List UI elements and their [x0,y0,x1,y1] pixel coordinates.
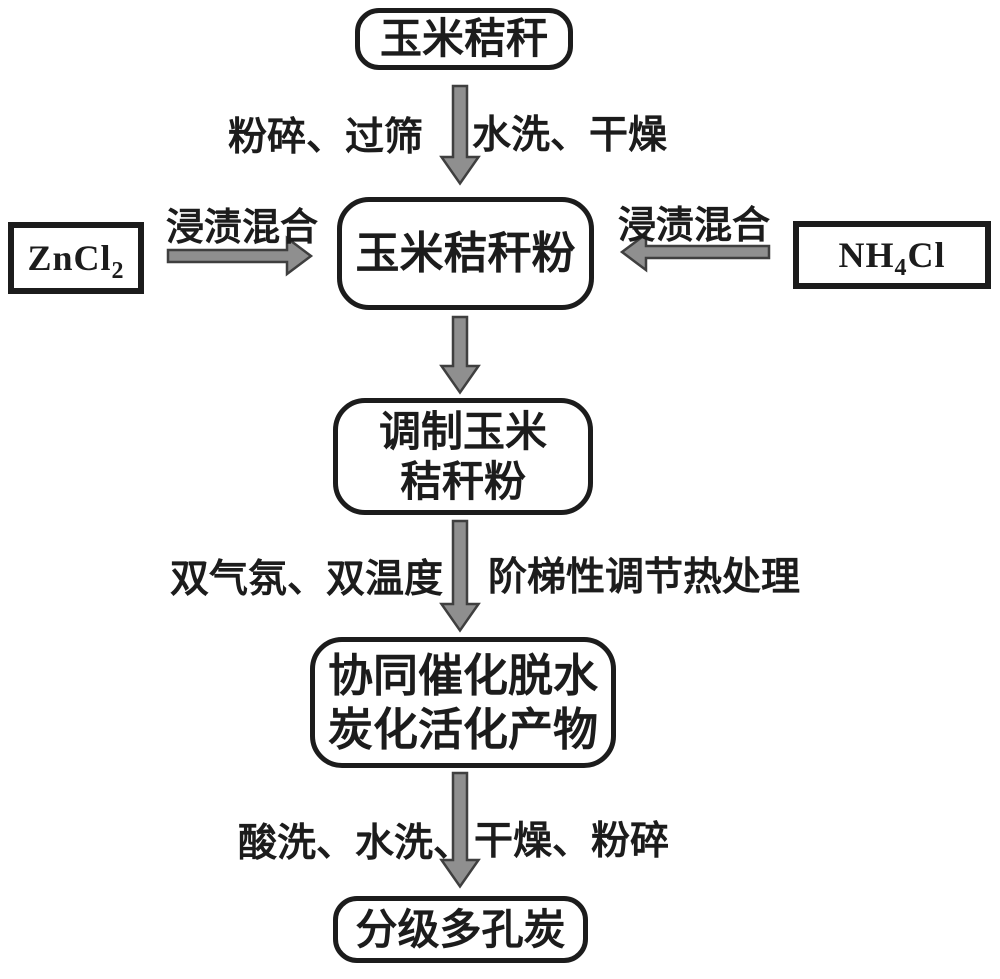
arrow-down-icon [439,519,481,633]
arrow-down-icon [439,315,481,395]
node-corn-stalk-powder: 玉米秸秆粉 [337,197,594,310]
arrow-down-icon [439,84,481,186]
edge-label-dual-atmosphere: 双气氛、双温度 [170,558,444,601]
node-hierarchical-porous-carbon-label: 分级多孔炭 [355,905,566,953]
node-zncl2: ZnCl2 [8,222,144,294]
edge-label-impregnate-left: 浸渍混合 [166,207,319,249]
node-prepared-powder-line1: 调制玉米 [378,407,547,455]
edge-label-stepwise-heat: 阶梯性调节热处理 [488,556,801,599]
node-activated-product-line1: 协同催化脱水 [327,650,598,702]
edge-label-wash-dry: 水洗、干燥 [472,114,668,157]
edge-label-acid-water-wash: 酸洗、水洗、 [238,822,473,865]
node-nh4cl-formula: NH4Cl [838,234,946,281]
arrow-left-icon [619,231,771,273]
node-prepared-powder-line2: 秸秆粉 [399,457,526,505]
arrow-right-icon [166,235,314,277]
edge-label-dry-crush: 干燥、粉碎 [474,820,670,863]
node-corn-stalk: 玉米秸秆 [355,8,573,70]
node-prepared-powder: 调制玉米 秸秆粉 [333,398,593,515]
edge-label-impregnate-right: 浸渍混合 [618,205,771,247]
node-hierarchical-porous-carbon: 分级多孔炭 [333,896,588,963]
node-nh4cl: NH4Cl [793,221,991,289]
node-corn-stalk-label: 玉米秸秆 [379,15,548,63]
node-zncl2-formula: ZnCl2 [27,237,125,284]
node-corn-stalk-powder-label: 玉米秸秆粉 [355,228,576,278]
node-activated-product-line2: 炭化活化产物 [327,703,598,755]
node-activated-product: 协同催化脱水 炭化活化产物 [310,637,616,768]
arrow-down-icon [439,771,481,889]
edge-label-crush-sieve: 粉碎、过筛 [228,116,424,159]
